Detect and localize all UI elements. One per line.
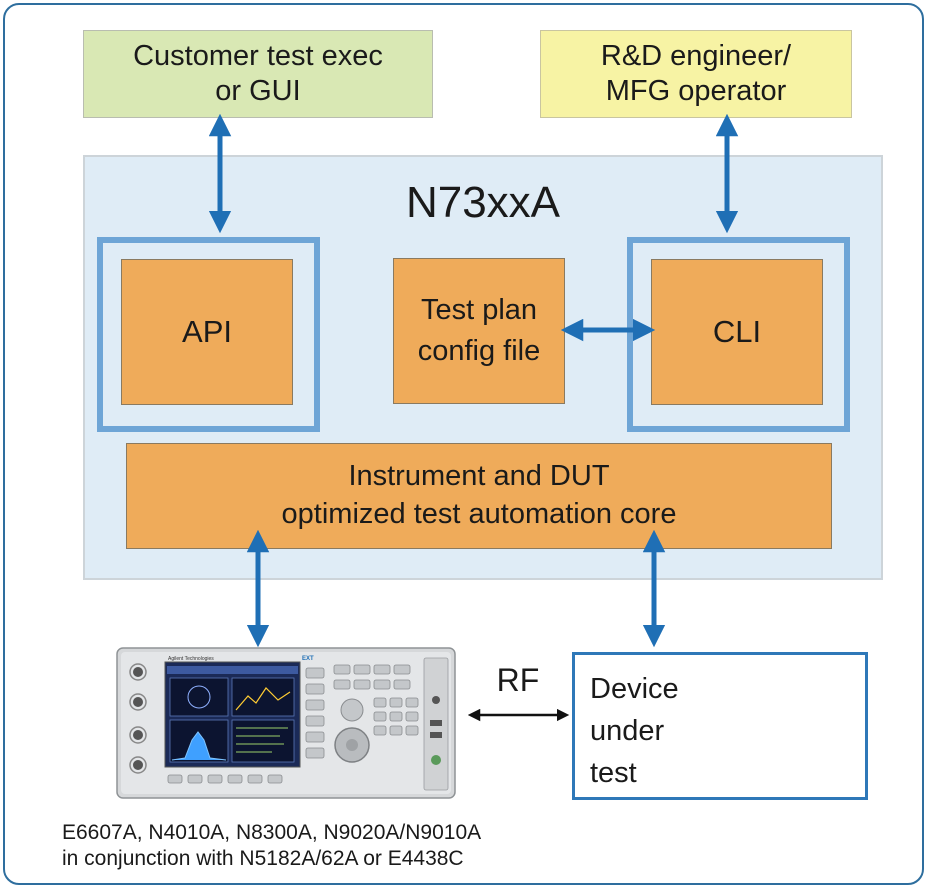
- api-ring: [97, 237, 320, 432]
- container-title: N73xxA: [405, 177, 561, 227]
- device-label-line1: Device: [590, 673, 679, 705]
- diagram-frame: [3, 3, 924, 885]
- caption-line2: in conjunction with N5182A/62A or E4438C: [62, 847, 464, 871]
- instrument-badge: EXT: [302, 656, 314, 662]
- customer-test-exec-box: Customer test exec or GUI: [83, 30, 433, 118]
- instrument-caption: E6607A, N4010A, N8300A, N9020A/N9010A in…: [62, 820, 622, 876]
- device-under-test-box: [572, 652, 868, 800]
- engineer-operator-box: R&D engineer/ MFG operator: [540, 30, 852, 118]
- test-plan-line2: config file: [417, 335, 541, 367]
- caption-line1: E6607A, N4010A, N8300A, N9020A/N9010A: [62, 821, 482, 844]
- device-label-line3: test: [590, 757, 637, 790]
- customer-box-line1: Customer test exec: [133, 40, 383, 73]
- test-plan-line1: Test plan: [420, 294, 538, 327]
- rf-connectors: [133, 667, 143, 770]
- engineer-box-line2: MFG operator: [605, 75, 787, 107]
- engineer-box-line1: R&D engineer/: [600, 40, 792, 73]
- cli-box: CLI: [651, 259, 823, 405]
- rf-label: RF: [496, 661, 540, 698]
- automation-core-box: Instrument and DUT optimized test automa…: [126, 443, 832, 549]
- device-under-test-label: Device under test: [590, 668, 710, 789]
- device-label-line2: under: [590, 715, 665, 748]
- core-line1: Instrument and DUT: [348, 460, 610, 493]
- instrument-brand-label: Agilent Technologies: [168, 656, 214, 662]
- test-plan-config-box: Test plan config file: [393, 258, 565, 404]
- customer-box-line2: or GUI: [215, 75, 301, 107]
- signal-analyzer-instrument: Agilent Technologies EXT: [116, 647, 456, 799]
- api-box: API: [121, 259, 293, 405]
- core-line2: optimized test automation core: [281, 498, 677, 530]
